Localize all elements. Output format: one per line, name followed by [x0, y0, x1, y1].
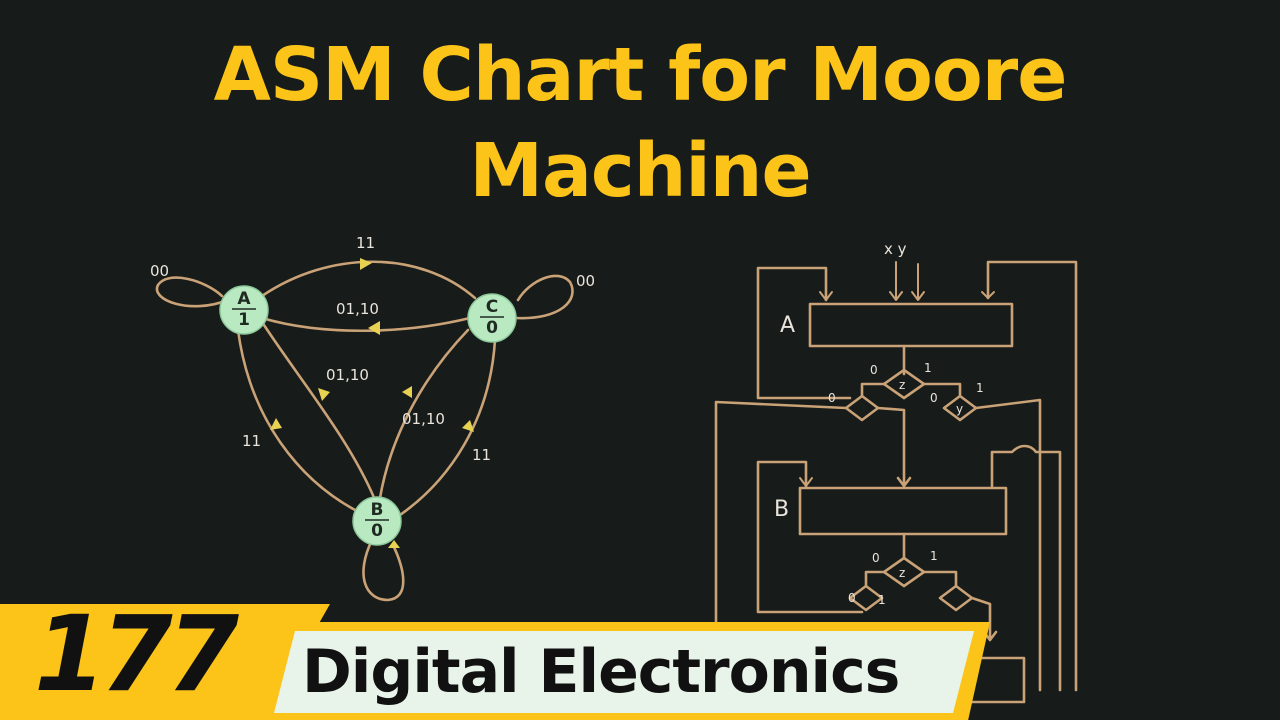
c-to-b-arrow [462, 420, 474, 432]
state-node-a: A 1 [219, 285, 269, 335]
asm-state-b-label: B [774, 497, 789, 522]
b-to-a-label: 11 [242, 432, 261, 450]
decision-right-b [938, 584, 974, 612]
branch-label-2: 1 [924, 361, 932, 375]
b-self-loop [362, 538, 405, 602]
asm-inputs-label: x y [884, 240, 907, 258]
b-to-a-arrow [270, 418, 282, 430]
a-self-loop-label: 00 [150, 262, 169, 280]
decision-b-branches [864, 570, 958, 588]
decision-z-b-label: z [899, 566, 905, 580]
c-to-a-arrow [368, 321, 380, 335]
branch-label-1: 0 [870, 363, 878, 377]
state-a-output: 1 [238, 310, 250, 330]
a-self-loop [155, 276, 230, 308]
loop-left-b-arrow [799, 477, 813, 487]
loop-right-arrow [981, 291, 995, 299]
state-c-name: C [486, 297, 498, 317]
c-to-a-label: 01,10 [336, 300, 379, 318]
c-to-b-label: 11 [472, 446, 491, 464]
branch-label-7: 1 [930, 549, 938, 563]
branch-label-6: 0 [872, 551, 880, 565]
loop-right-outer [986, 260, 1078, 692]
input-x-arrow [889, 261, 903, 301]
branch-label-4: 0 [930, 391, 938, 405]
branch-label-9: 1 [878, 593, 886, 607]
b-to-c-label: 01,10 [402, 410, 445, 428]
episode-number: 177 [34, 593, 239, 715]
series-title: Digital Electronics [302, 637, 900, 707]
state-node-b: B 0 [352, 496, 402, 546]
b-to-c-arrow [402, 386, 412, 398]
asm-state-a-label: A [780, 313, 795, 338]
title-line-2: Machine [469, 128, 811, 214]
a-to-b-arc [260, 320, 377, 502]
state-diagram: 00 00 11 01,10 01,10 11 01,10 11 [150, 234, 595, 602]
c-self-loop-label: 00 [576, 272, 595, 290]
state-c-output: 0 [486, 318, 498, 338]
decision-z-a-label: z [899, 378, 905, 392]
asm-chart: x y A z 0 1 y 0 0 1 B z [714, 240, 1078, 704]
loop-left-a-arrow [819, 291, 833, 301]
branch-label-8: 0 [848, 591, 856, 605]
loop-left-a [756, 266, 852, 400]
b-self-loop-arrow [388, 540, 400, 548]
loop-left-b [756, 460, 864, 614]
branch-label-3: 0 [828, 391, 836, 405]
decision-a-branches [860, 382, 962, 398]
state-node-c: C 0 [467, 293, 517, 343]
series-banner-inner [274, 631, 974, 713]
a-to-b-arrow [318, 388, 330, 401]
c-to-b-arc [398, 338, 497, 517]
a-to-b-label: 01,10 [326, 366, 369, 384]
decision-left-b [848, 584, 884, 612]
b-to-a-arc [236, 328, 357, 512]
state-b-name: B [371, 500, 384, 520]
branch-label-5: 1 [976, 381, 984, 395]
loop-right-b [990, 444, 1062, 692]
c-self-loop [514, 274, 574, 320]
a-to-c-arc [260, 260, 477, 300]
title-line-1: ASM Chart for Moore [213, 32, 1068, 118]
loop-right-inner [974, 398, 1042, 692]
loop-left-outer [714, 400, 848, 692]
state-b-output: 0 [371, 521, 383, 541]
asm-state-box-b [798, 486, 1008, 536]
asm-state-box-a [808, 302, 1014, 348]
input-y-arrow [911, 263, 925, 301]
a-to-c-arrow [360, 258, 372, 270]
b-to-c-arc [378, 328, 470, 500]
decision-y-a-label: y [956, 402, 963, 416]
decision-left-a [844, 394, 880, 422]
a-to-c-label: 11 [356, 234, 375, 252]
connector-to-b [876, 406, 912, 488]
c-to-a-arc [260, 316, 472, 332]
state-a-name: A [237, 289, 251, 309]
